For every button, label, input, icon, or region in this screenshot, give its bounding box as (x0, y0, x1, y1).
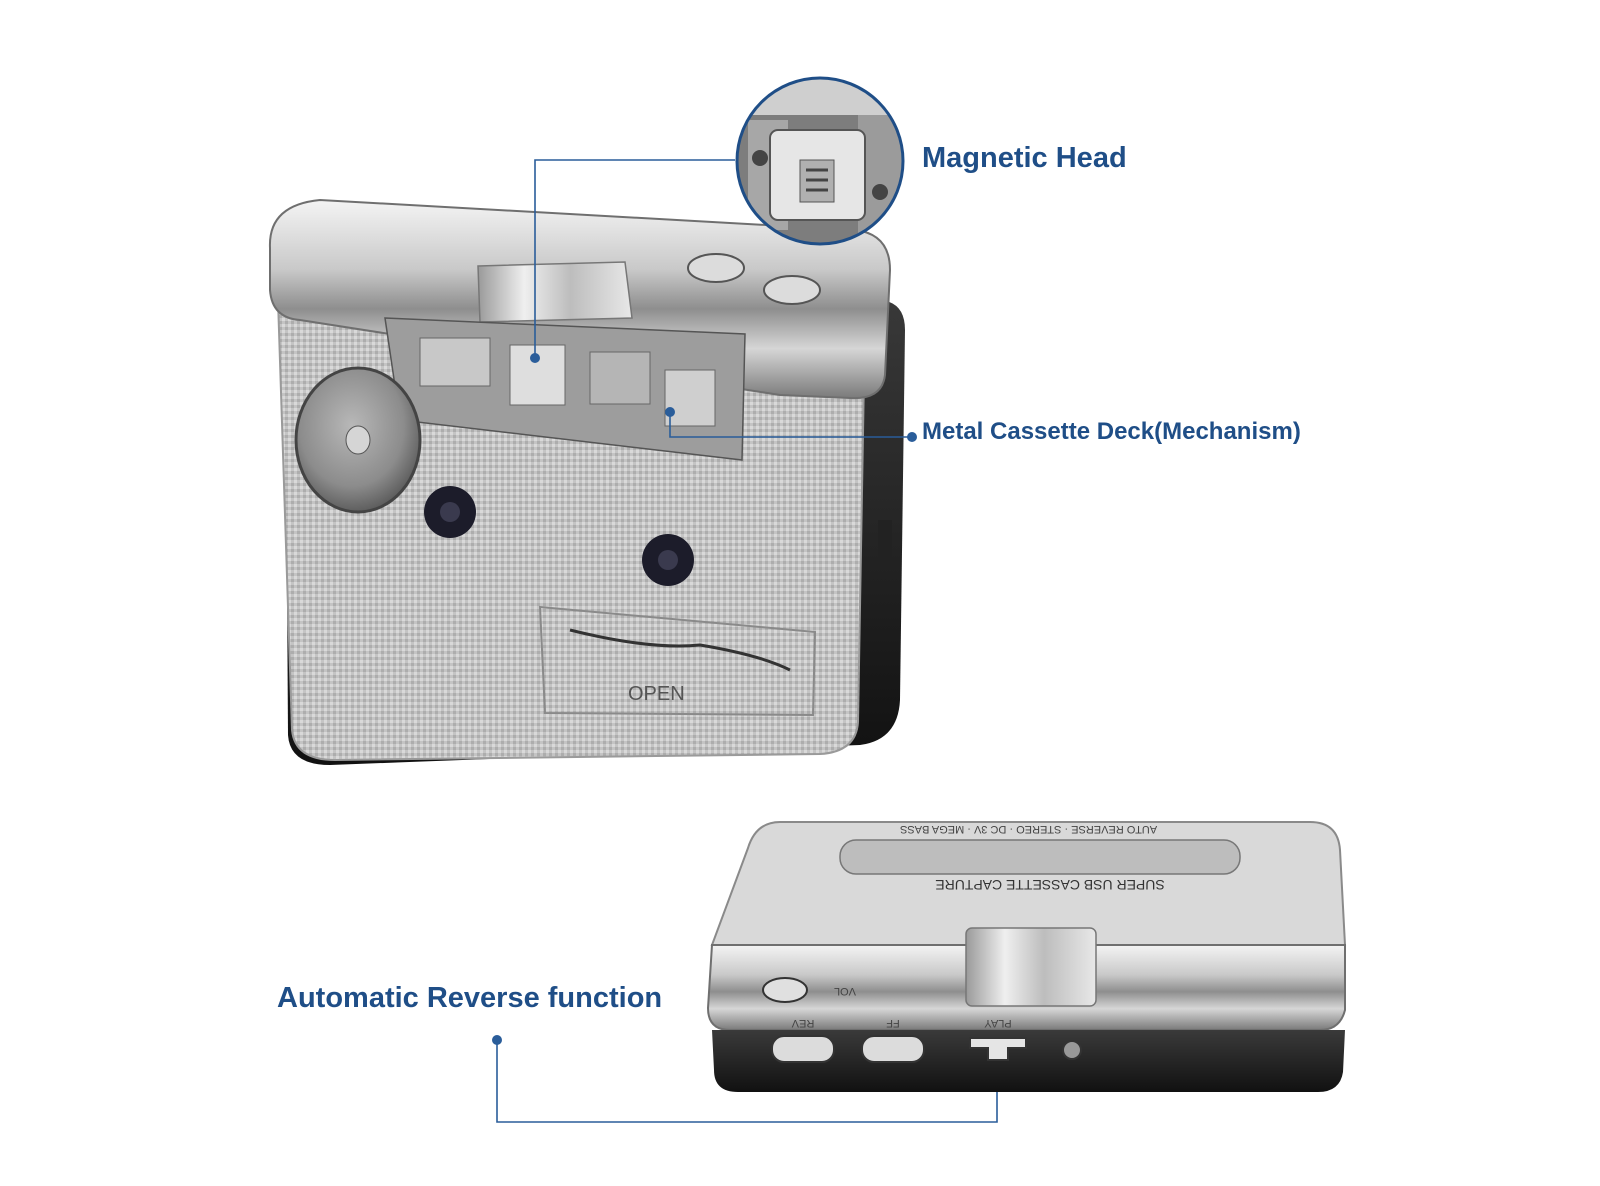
mech-part (664, 369, 716, 427)
mech-part (419, 337, 491, 387)
door-slot (569, 628, 791, 672)
inset-ring (735, 76, 905, 246)
ff-button[interactable] (861, 1035, 925, 1063)
callout-auto-reverse: Automatic Reverse function (277, 982, 663, 1014)
callout-line-head (534, 159, 735, 358)
top-knob-left (687, 253, 745, 283)
belt-clip (477, 261, 633, 323)
headphone-jack (1062, 1040, 1082, 1060)
callout-line-deck (669, 412, 910, 438)
callout-cassette-deck: Metal Cassette Deck(Mechanism) (922, 418, 1301, 445)
cassette-player-open-view: OPEN (268, 198, 905, 765)
label-ff: FF (886, 1017, 900, 1029)
play-switch[interactable] (969, 1037, 1027, 1061)
front-clip (965, 927, 1097, 1007)
label-vol: VOL (834, 985, 856, 997)
mech-head-block (509, 344, 566, 406)
label-rev: REV (791, 1017, 814, 1029)
volume-wheel[interactable] (762, 977, 808, 1003)
lid-caption: SUPER USB CASSETTE CAPTURE (935, 877, 1165, 893)
top-knob-right (763, 275, 821, 305)
label-play: PLAY (984, 1017, 1012, 1029)
rev-button[interactable] (771, 1035, 835, 1063)
door-open-label: OPEN (628, 683, 685, 705)
mech-part (589, 351, 651, 405)
cassette-player-closed-view: AUTO REVERSE · STEREO · DC 3V · MEGA BAS… (706, 821, 1347, 1092)
lid-window (839, 839, 1241, 875)
callout-dot-reverse (492, 1035, 502, 1045)
callout-dot-head (530, 353, 540, 363)
magnetic-head-zoom-inset (735, 76, 905, 246)
callout-dot-deck-start (665, 407, 675, 417)
usb-port (878, 520, 892, 560)
speaker-center (345, 425, 371, 455)
lid-fineprint: AUTO REVERSE · STEREO · DC 3V · MEGA BAS… (900, 823, 1157, 835)
callout-dot-deck (907, 432, 917, 442)
door-panel (538, 605, 817, 717)
callout-magnetic-head: Magnetic Head (922, 142, 1127, 174)
